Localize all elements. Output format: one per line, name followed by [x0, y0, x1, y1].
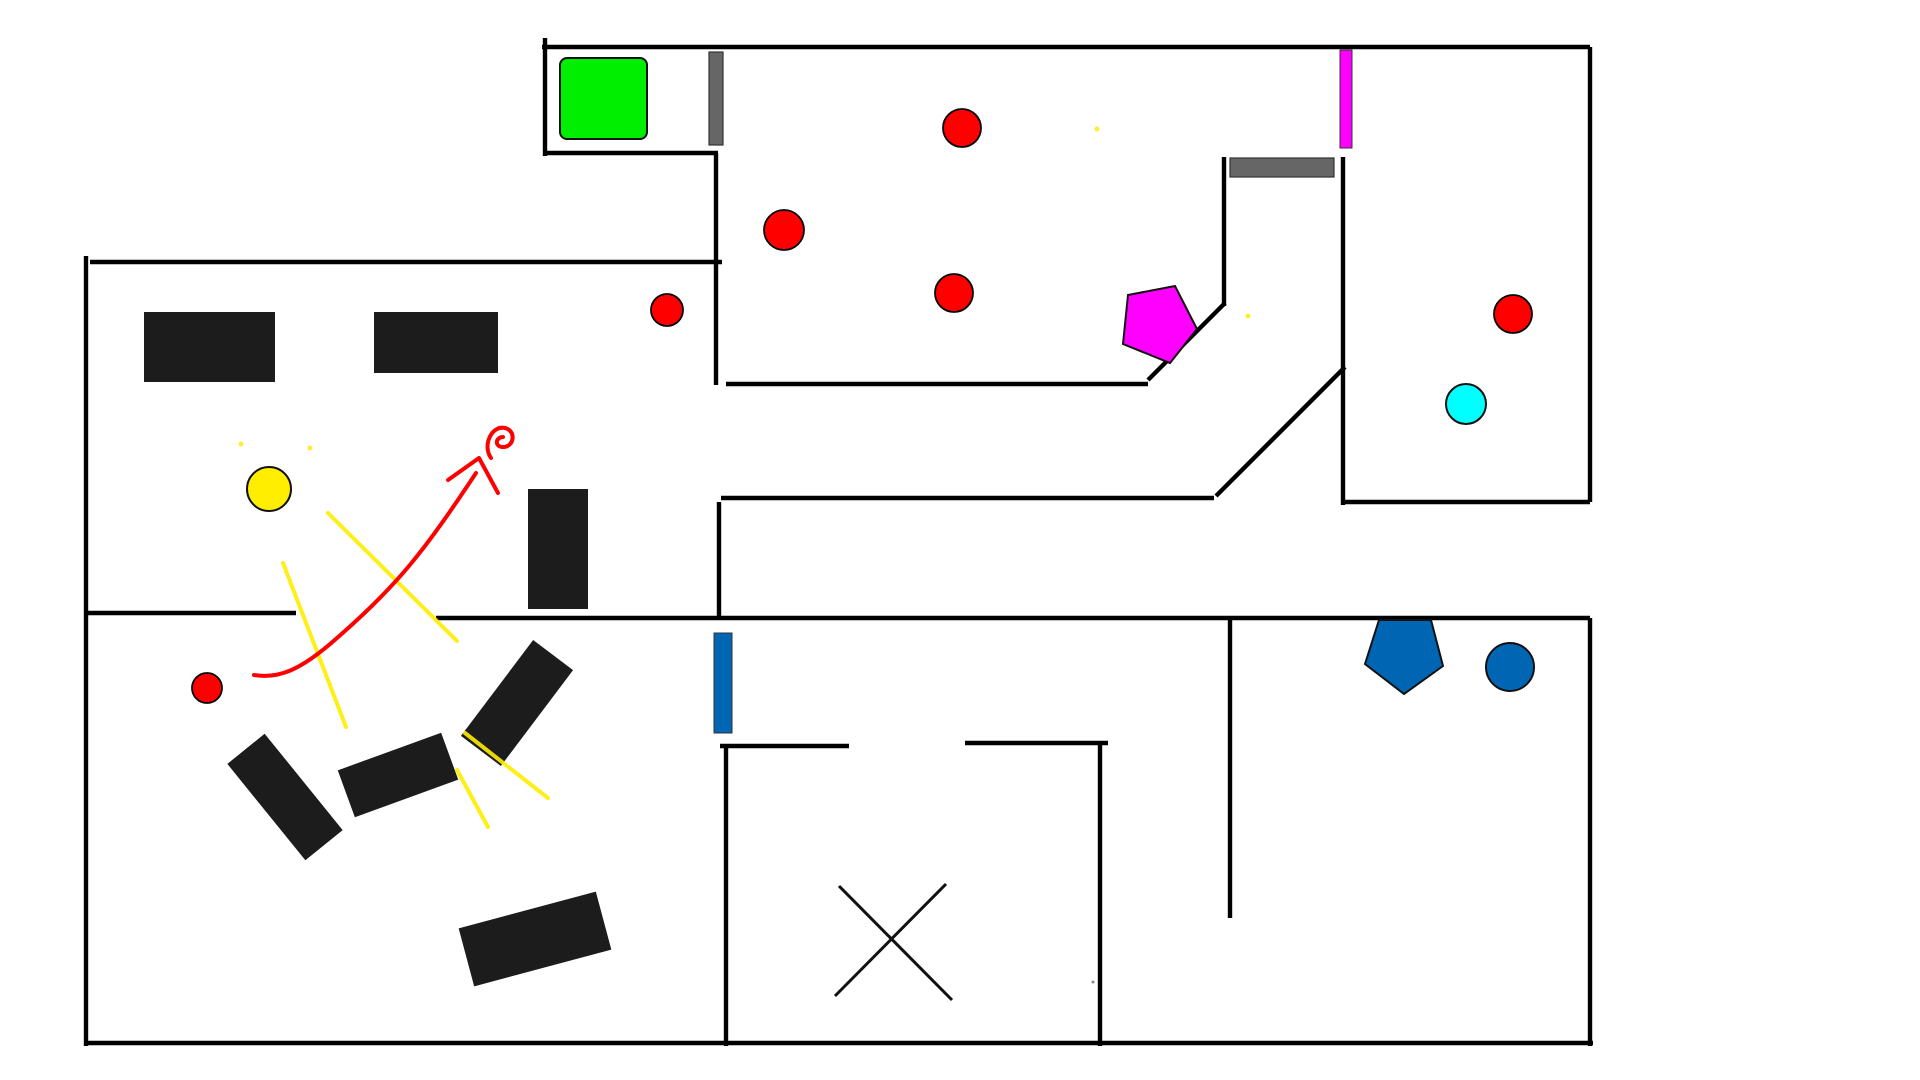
furniture — [144, 312, 612, 987]
enemy-red-circle[interactable] — [650, 293, 684, 327]
crate — [460, 640, 574, 766]
enemy-red-circle[interactable] — [763, 209, 805, 251]
walls — [83, 38, 1593, 1046]
locked-door-gray[interactable] — [708, 51, 724, 146]
table — [144, 312, 275, 382]
locked-door-gray[interactable] — [1229, 157, 1335, 178]
light-speck — [1245, 313, 1251, 319]
crate — [337, 732, 459, 818]
x-stroke — [833, 882, 948, 998]
table — [374, 312, 498, 373]
path-arrow — [252, 425, 515, 678]
light-speck — [238, 441, 244, 447]
exit-zone[interactable] — [559, 57, 648, 140]
light-ray — [326, 511, 459, 643]
blue-key-pentagon[interactable] — [1363, 619, 1445, 696]
doors — [708, 49, 1353, 734]
enemy-red-circle[interactable] — [1493, 294, 1533, 334]
arrow-head — [446, 456, 500, 495]
enemy-red-circle[interactable] — [191, 672, 223, 704]
stray-dot — [1091, 980, 1095, 984]
magenta-key-pentagon[interactable] — [1121, 284, 1199, 365]
wall — [1214, 365, 1347, 498]
light-ray — [463, 731, 550, 800]
arrow-tip-squiggle — [485, 425, 515, 460]
objective-x-mark — [833, 882, 954, 1002]
crate — [227, 733, 343, 861]
locked-door-blue[interactable] — [713, 632, 733, 734]
light-speck — [307, 445, 313, 451]
enemy-red-circle[interactable] — [934, 273, 974, 313]
enemies — [191, 108, 1533, 704]
light-speck — [1094, 126, 1100, 132]
light-ray — [281, 561, 348, 729]
player-light-rays — [238, 126, 1251, 829]
blue-orb[interactable] — [1485, 642, 1535, 692]
crate — [458, 891, 612, 987]
path-line — [252, 471, 478, 678]
enemy-red-circle[interactable] — [942, 108, 982, 148]
cyan-orb[interactable] — [1445, 383, 1487, 425]
player-yellow-circle[interactable] — [246, 466, 292, 512]
x-stroke — [837, 884, 954, 1002]
locked-door-magenta[interactable] — [1339, 49, 1353, 149]
cabinet — [528, 489, 588, 609]
light-ray — [455, 768, 490, 829]
